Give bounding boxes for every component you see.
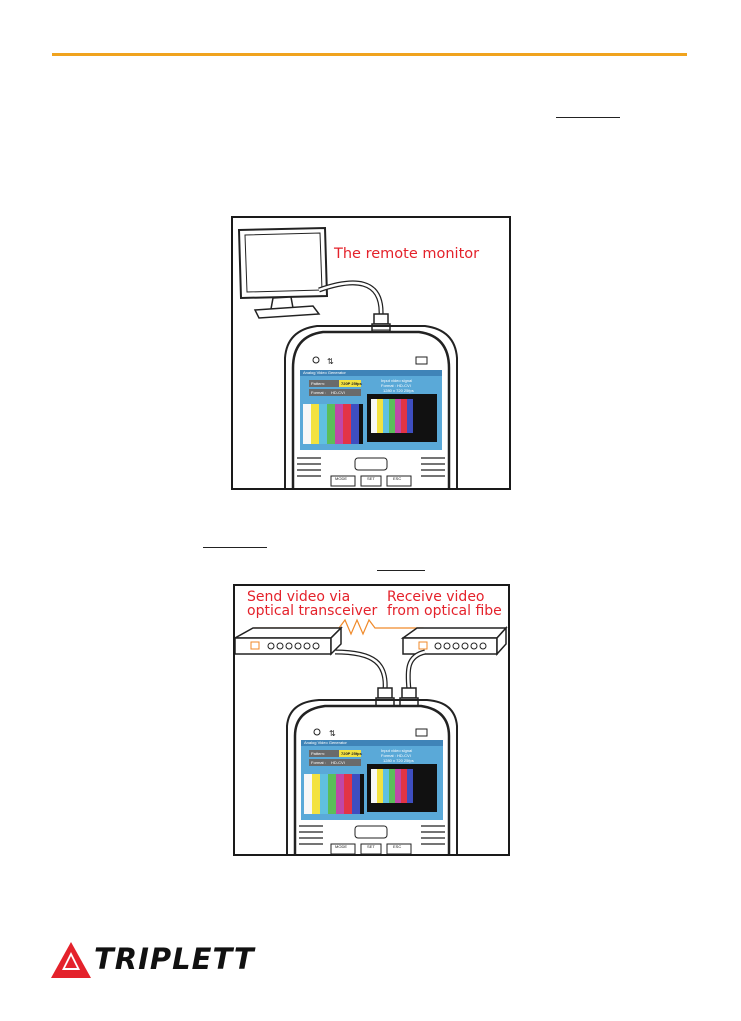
screen2-format-value: HD-CVI — [331, 760, 345, 765]
figure-2-drawing: ⇅ — [235, 618, 508, 854]
screen1-pattern-value: 720P 25fps — [341, 381, 362, 386]
screen1-format-value: HD-CVI — [331, 390, 345, 395]
esc-button: ESC — [393, 476, 402, 481]
tester-device-icon: ⇅ — [284, 325, 458, 488]
screen1-pattern-label: Pattern: — [311, 381, 326, 386]
screen2-input-line3: 1280 x 720 25fps — [383, 758, 414, 763]
brand-name: TRIPLETT — [94, 942, 255, 976]
underline-1 — [556, 117, 620, 118]
svg-text:⇅: ⇅ — [329, 729, 336, 738]
receive-video-label-line1: Receive video — [387, 589, 485, 605]
screen2-title: Analog Video Generator — [304, 740, 347, 745]
screen2-format-label: Format : — [311, 760, 326, 765]
screen2-input-line2: Format : HD-CVI — [381, 753, 411, 758]
set-button-2: SET — [367, 844, 375, 849]
mode-button: MODE — [335, 476, 347, 481]
right-transceiver-icon — [400, 626, 508, 656]
figure-remote-monitor: ⇅ — [231, 216, 511, 490]
header-rule — [52, 53, 687, 56]
send-video-label-line2: optical transceiver — [247, 603, 378, 619]
send-video-label-line1: Send video via — [247, 589, 351, 605]
screen2-pattern-value: 720P 25fps — [341, 751, 362, 756]
set-button: SET — [367, 476, 375, 481]
screen1-input-line1: Input video signal — [381, 378, 413, 383]
monitor-icon — [237, 226, 329, 319]
remote-monitor-label: The remote monitor — [334, 246, 480, 262]
screen2-pattern-label: Pattern: — [311, 751, 326, 756]
figure-1-drawing: ⇅ — [237, 226, 458, 488]
underline-3 — [377, 570, 425, 571]
receive-video-label-line2: from optical fibe — [387, 603, 502, 619]
screen1-input-line2: Format : HD-CVI — [381, 383, 411, 388]
svg-text:⇅: ⇅ — [327, 357, 334, 366]
tester-device-icon: ⇅ — [286, 699, 458, 854]
screen1-input-line3: 1280 x 720 25fps — [383, 388, 414, 393]
screen1-title: Analog Video Generator — [303, 370, 346, 375]
triplett-logo-icon — [51, 942, 91, 978]
mode-button-2: MODE — [335, 844, 347, 849]
screen2-input-line1: Input video signal — [381, 748, 413, 753]
figure-optical-transceiver: ⇅ — [233, 584, 510, 856]
underline-2 — [203, 547, 267, 548]
screen1-format-label: Format : — [311, 390, 326, 395]
left-transceiver-icon — [235, 626, 343, 656]
esc-button-2: ESC — [393, 844, 402, 849]
